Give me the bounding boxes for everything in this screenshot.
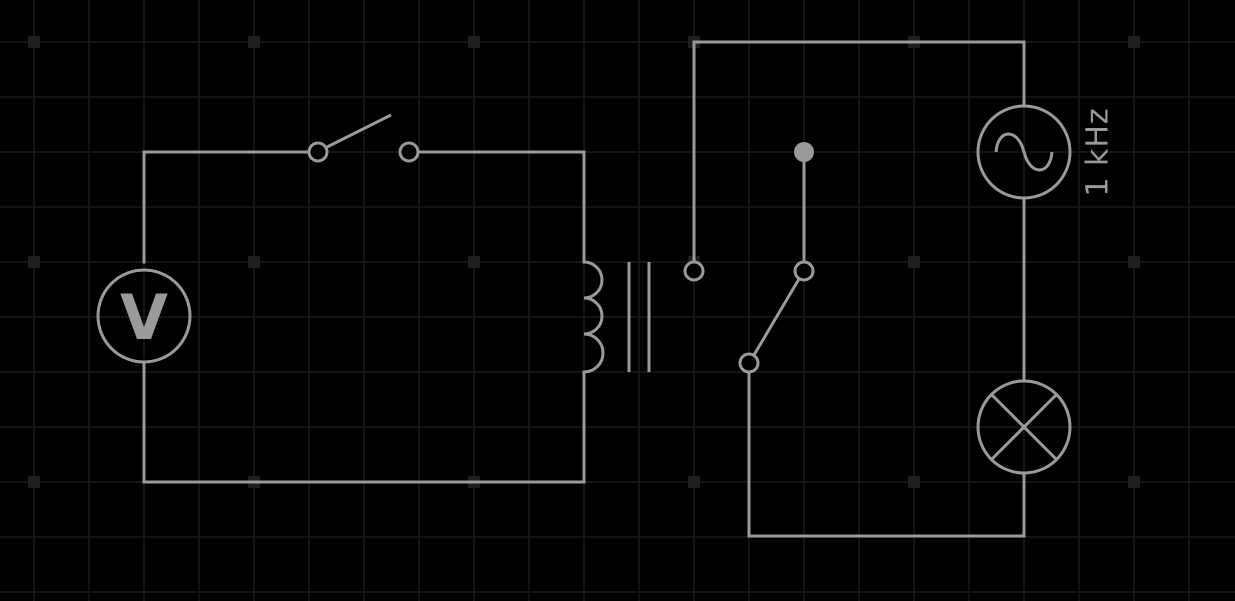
junction-node-icon: [794, 142, 814, 162]
primary-circuit: V: [96, 113, 605, 484]
grid-dot: [28, 476, 40, 488]
ac-source[interactable]: 1 kHz: [976, 104, 1116, 200]
grid-dot: [468, 36, 480, 48]
grid-dot: [1128, 36, 1140, 48]
spst-switch[interactable]: [307, 113, 420, 163]
changeover-switch[interactable]: [683, 260, 815, 374]
inductor-coil-icon: [583, 260, 605, 374]
wire-secondary-bottom: [747, 370, 1026, 538]
ac-source-icon: [976, 104, 1072, 200]
voltmeter[interactable]: V: [96, 268, 192, 364]
wire-top-left: [142, 150, 310, 264]
changeover-left-terminal: [683, 260, 705, 282]
lamp[interactable]: [976, 379, 1072, 475]
secondary-circuit: 1 kHz: [683, 40, 1116, 538]
wire-bottom: [142, 362, 586, 484]
grid-dot: [468, 256, 480, 268]
changeover-common-terminal: [738, 352, 760, 374]
grid-dot: [908, 476, 920, 488]
wire-top-right: [417, 150, 586, 264]
grid-dot: [248, 36, 260, 48]
changeover-right-terminal: [793, 260, 815, 282]
switch-right-terminal: [398, 141, 420, 163]
grid-dot: [908, 256, 920, 268]
lamp-icon: [976, 379, 1072, 475]
grid-dot: [688, 476, 700, 488]
frequency-label: 1 kHz: [1081, 107, 1116, 196]
grid-dot: [248, 256, 260, 268]
voltmeter-icon: [96, 268, 192, 364]
voltmeter-letter: V: [120, 281, 168, 354]
grid-dot: [1128, 256, 1140, 268]
grid-dot: [28, 256, 40, 268]
transformer-core: [627, 262, 651, 372]
wire-secondary-top: [692, 40, 1026, 264]
lamp-cross-icon: [990, 393, 1058, 461]
sine-wave-icon: [994, 132, 1054, 172]
changeover-lever-icon: [752, 278, 801, 356]
switch-lever-icon: [326, 113, 392, 149]
grid-dot: [1128, 476, 1140, 488]
switch-left-terminal: [307, 141, 329, 163]
grid-dot: [28, 36, 40, 48]
